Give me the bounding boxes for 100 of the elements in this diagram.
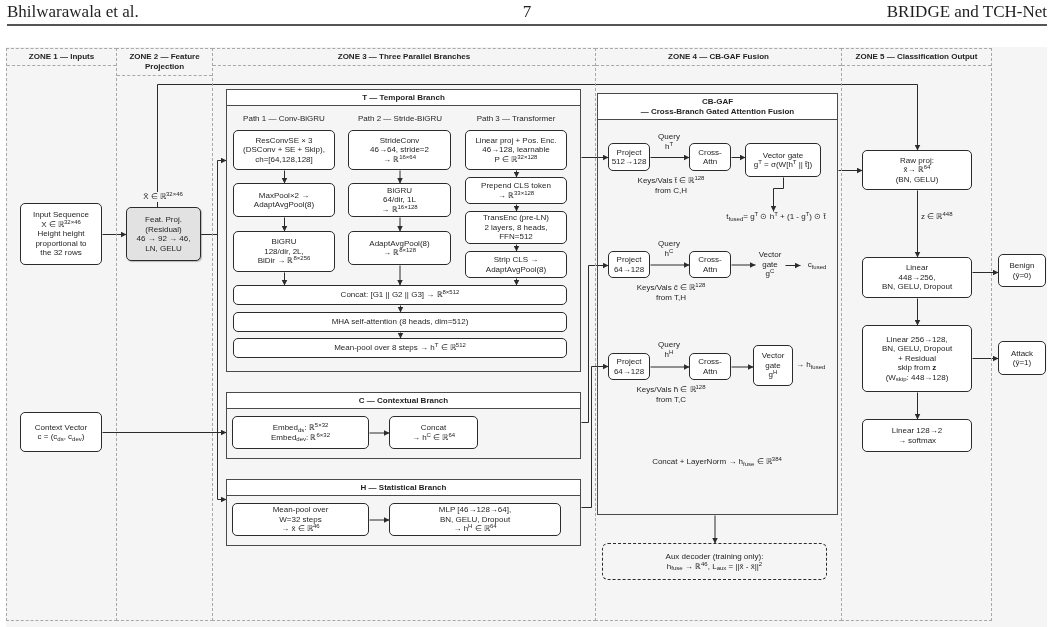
label-text: MaxPool×2 → AdaptAvgPool(8) [252,190,316,210]
arrow [369,517,390,523]
arrow [513,278,520,286]
process-box [233,130,335,170]
arrow [838,167,863,174]
label-text: Cross-Attn [697,357,723,376]
label-text: 46→128, learnable [482,145,550,155]
arrow [281,217,288,232]
label-text: + Residual [898,353,936,364]
arrow [581,363,609,508]
label-text: Height height proportional to the 32 rows [34,229,88,258]
label-text: Context Vector [34,422,88,432]
label-text: → x̄ ∈ ℝ$^{46}$ [281,524,320,534]
label-text: 512→128 [611,157,647,167]
annotation-text: Keys/Vals h̃ ∈ ℝ$^{128}$ from T,C [635,385,707,405]
arrow [397,265,403,286]
label-text: BiDir → ℝ$^{8×256}$ [257,256,311,266]
output-label: → h$_{fused}$ [796,360,827,370]
process-box [689,251,731,278]
label-text: Project [616,147,642,157]
label-text: Mean-pool over 8 steps → h$^{T}$ ∈ ℝ$^{512}$ [334,343,466,353]
running-header: BRIDGE and TCH-Net [885,2,1047,22]
arrow [650,262,690,268]
formula-text: t$_{fused}$= g$^{T}$ ⊙ h$^{T}$ + (1 - g$^{T}$) ⊙ t̃ [726,212,826,222]
process-box [689,353,731,380]
process-box [465,177,567,204]
label-text: g$^{T}$ = σ(W[h$^{T}$ || t̃]) [753,160,813,170]
label-text: Linear [905,263,929,273]
label-text: Linear 128→2 [891,426,943,436]
process-box [233,183,335,217]
process-box [862,419,972,452]
label-text: TransEnc (pre-LN) [483,213,549,223]
formula-text: Concat + LayerNorm → h$_{fuse}$ ∈ ℝ$^{384}$ [651,457,783,467]
label-text: ResConvSE × 3 [255,135,313,146]
process-box [348,183,451,217]
heading-text: C — Contextual Branch [358,395,449,406]
process-box [608,143,650,171]
label-text: Mean-pool over [272,505,329,515]
label-text: (ŷ=1) [1012,358,1032,368]
zone-heading: ZONE 1 — Inputs [28,52,95,62]
arrow [369,430,390,436]
process-box [465,251,567,278]
label-text: P ∈ ℝ$^{32×128}$ [494,154,538,165]
process-box [20,412,102,452]
label-text: BN, GELU, Dropout [881,282,953,292]
label-text: Cross-Attn [697,147,723,167]
label-text: → ℝ$^{16×128}$ [381,204,418,215]
label-text: c = (c$_{ds}$, c$_{dev}$) [37,432,85,442]
zone-panel [6,48,117,621]
zone-panel [595,48,842,621]
label-text: MHA self-attention (8 heads, dim=512) [331,317,469,327]
formula-text: g$^{C}$ [765,269,775,279]
process-box [126,207,201,261]
label-text: → h$^{H}$ ∈ ℝ$^{64}$ [453,524,497,534]
label-text: 64→128 [613,264,645,274]
process-box [233,231,335,272]
arrow [972,269,999,276]
output-box [998,254,1046,287]
label-text: → h$^{C}$ ∈ ℝ$^{64}$ [411,432,456,442]
branch-panel [226,392,581,459]
process-box [389,503,561,536]
zone-panel [212,48,596,621]
arrow [397,217,403,232]
label-text: Prepend CLS token [481,181,551,191]
label-text: → ℝ$^{33×128}$ [497,190,535,200]
decoder-box [602,543,827,580]
arrow [972,355,999,362]
process-box [232,416,369,449]
process-box [20,203,102,265]
label-text: BiGRU [387,185,412,196]
label-text: MLP [46→128→64], [438,505,512,515]
label-text: 46→64, stride=2 [370,145,429,155]
process-box [862,325,972,392]
zone-heading: ZONE 2 — Feature Projection [128,52,201,72]
label-text: (W$_{skip}$: 448→128) [885,372,949,383]
arrow [770,177,784,212]
process-box [233,312,567,332]
label-text: Embed$_{dev}$: ℝ$^{6×32}$ [271,432,330,442]
page-number: 7 [521,2,533,22]
label-text: Aux decoder (training only): [665,552,764,561]
branch-panel [226,479,581,546]
arrow [650,364,690,370]
heading-text: CB-GAF [701,96,734,107]
heading-text: T — Temporal Branch [362,92,445,103]
label-text: Project [616,357,642,367]
process-box [862,257,972,298]
path-heading: Path 3 — Transformer [475,114,557,124]
label-text: Linear 256→128, [886,334,948,345]
zone-heading: ZONE 3 — Three Parallel Branches [337,52,471,62]
label-text: (ŷ=0) [1012,270,1032,280]
arrow [581,154,609,161]
label-text: (DSConv + SE + Skip), [243,145,325,155]
arrow [513,170,520,178]
process-box [233,338,567,358]
process-box [465,211,567,244]
process-box [608,353,650,380]
heading-text: H — Statistical Branch [360,482,447,493]
label-text: Raw proj: [900,155,934,166]
label-text: Cross-Attn [697,255,723,274]
branch-panel [226,89,581,372]
